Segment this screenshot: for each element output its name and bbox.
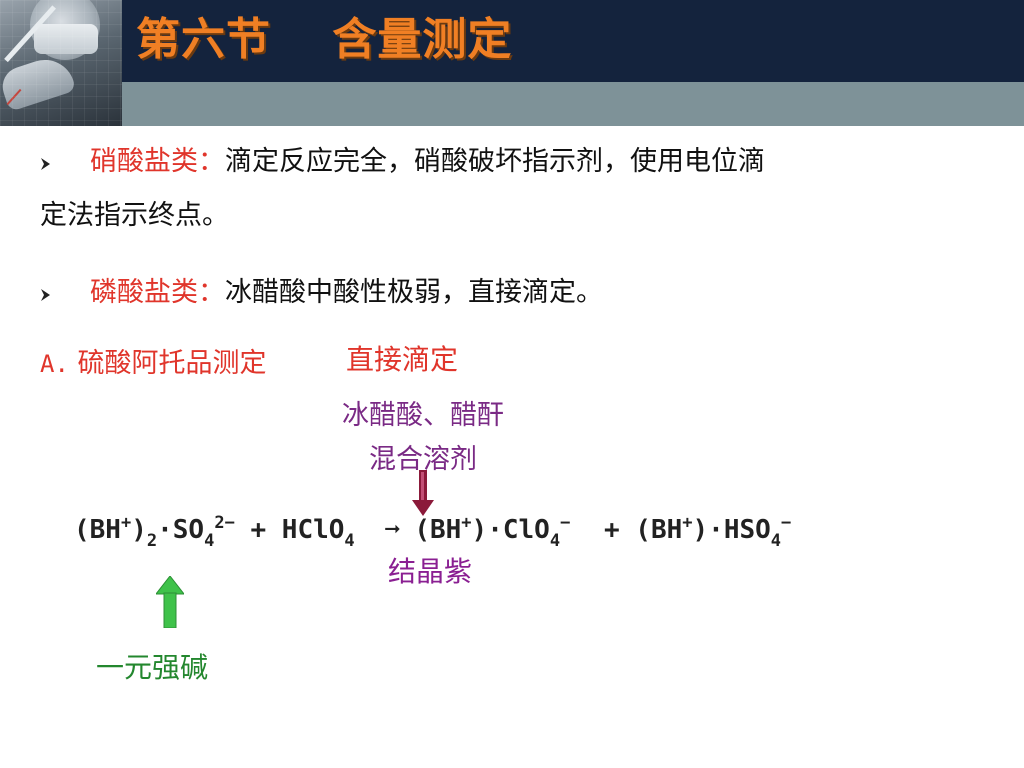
reaction-equation: (BH+)2·SO42− + HClO4 ➞ (BH+)·ClO4− + (BH+)… [74,512,792,551]
reactant-atropine-sulfate: (BH+)2·SO42− [74,513,235,551]
arrow-down-icon [412,470,434,516]
solvent-line2: 混合溶剂 [369,444,477,475]
reactant-perchloric-acid: HClO4 [281,515,355,551]
header-gray-band [122,82,1024,126]
plus-sign: + [234,515,282,545]
section-a-heading: A. 硫酸阿托品测定 [40,346,267,382]
header-photo-doctor-syringe [0,0,122,126]
solvent-line1: 冰醋酸、醋酐 [342,400,504,431]
photo-mask [34,24,98,54]
photo-texture [0,0,122,126]
paragraph-nitrate-line1: 硝酸盐类：滴定反应完全，硝酸破坏指示剂，使用电位滴 [90,144,765,180]
chevron-right-bullet-icon [40,288,52,306]
arrow-up-icon [154,575,186,629]
paragraph-nitrate-line2: 定法指示终点。 [40,200,229,231]
product-perchlorate: (BH+)·ClO4− [414,513,571,551]
text-nitrate-line1: 滴定反应完全，硝酸破坏指示剂，使用电位滴 [225,146,765,177]
slide-title: 第六节 含量测定 [136,14,513,65]
section-a-marker: A. [40,350,69,378]
paragraph-phosphate: 磷酸盐类：冰醋酸中酸性极弱，直接滴定。 [90,275,603,311]
text-phosphate: 冰醋酸中酸性极弱，直接滴定。 [225,277,603,308]
section-a-title: 硫酸阿托品测定 [77,348,267,379]
plus-sign: + [588,515,636,545]
header-dark-band [0,0,1024,82]
slide-header: 第六节 含量测定 [0,0,1024,126]
label-phosphate: 磷酸盐类： [90,277,225,308]
base-note-strong-monobase: 一元强碱 [96,651,209,684]
solvent-note: 冰醋酸、醋酐 混合溶剂 [300,394,546,482]
label-nitrate: 硝酸盐类： [90,146,225,177]
product-bisulfate: (BH+)·HSO4− [635,513,792,551]
reaction-arrow-icon: ➞ [384,515,401,545]
indicator-crystal-violet: 结晶紫 [388,555,473,588]
chevron-right-bullet-icon [40,157,52,175]
note-direct-titration: 直接滴定 [346,343,459,376]
